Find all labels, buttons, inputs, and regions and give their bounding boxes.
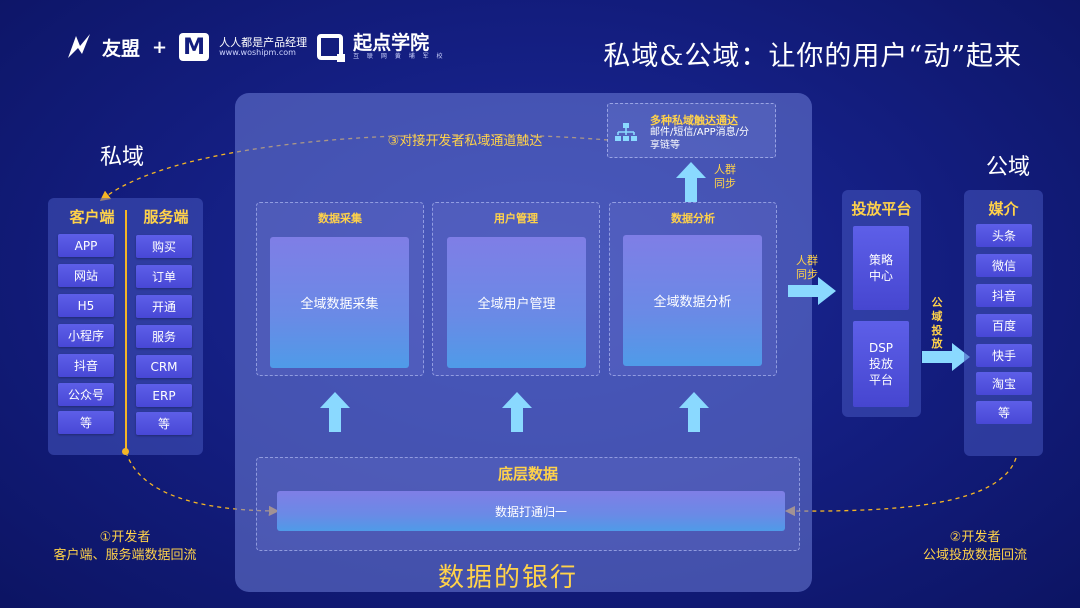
module-data-collection: 数据采集 全域数据采集: [256, 202, 424, 376]
up-arrow-user-management: [502, 392, 532, 432]
platform-item-line: 投放: [868, 356, 893, 371]
server-item: CRM: [136, 355, 192, 378]
server-item: 服务: [136, 325, 192, 348]
crowd-sync-up-arrow: [676, 162, 706, 202]
header-logos: 友盟 + M 人人都是产品经理 www.woshipm.com 起点学院 互 联…: [66, 32, 446, 62]
client-item: 小程序: [58, 324, 114, 347]
ad-platform-panel: 投放平台 策略 中心 DSP 投放 平台: [842, 190, 921, 417]
server-item: 购买: [136, 235, 192, 258]
public-domain-label: 公域: [986, 155, 1031, 180]
media-item: 等: [976, 401, 1032, 424]
data-bank-title: 数据的银行: [438, 563, 579, 593]
media-item: 快手: [976, 344, 1032, 367]
platform-item-line: 中心: [868, 269, 893, 283]
touch-box-desc: 邮件/短信/APP消息/分 享链等: [650, 126, 772, 152]
qidian-logo-main: 起点学院: [353, 31, 430, 54]
umeng-logo-text: 友盟: [102, 37, 141, 60]
module-inner-box: 全域数据分析: [623, 235, 762, 366]
logo-plus: +: [152, 36, 168, 58]
module-title: 数据分析: [671, 212, 715, 225]
touch-box-title: 多种私域触达通达: [650, 114, 738, 127]
crowd-sync-right-label: 人群 同步: [796, 254, 818, 283]
server-column-title: 服务端: [143, 208, 189, 226]
flow-line-public-return: [784, 457, 1017, 517]
media-item: 淘宝: [976, 372, 1032, 395]
public-push-char: 投: [931, 323, 943, 337]
media-item: 百度: [976, 314, 1032, 337]
up-arrow-analysis: [679, 392, 709, 432]
base-data-title: 底层数据: [497, 465, 558, 483]
module-user-management: 用户管理 全域用户管理: [432, 202, 600, 376]
crowd-sync-right-label-line1: 人群: [796, 254, 818, 267]
platform-item-line: 平台: [868, 373, 893, 388]
public-push-char: 公: [931, 296, 943, 309]
touch-channel-label: ③对接开发者私域通道触达: [387, 134, 543, 149]
media-item: 微信: [976, 254, 1032, 277]
woshipm-logo-main: 人人都是产品经理: [219, 36, 308, 50]
touch-box-desc-line1: 邮件/短信/APP消息/分: [650, 127, 750, 138]
crowd-sync-top-label-line1: 人群: [714, 163, 736, 176]
touch-channels-box: 多种私域触达通达 邮件/短信/APP消息/分 享链等: [607, 103, 776, 158]
crowd-sync-right-arrow: [788, 277, 836, 305]
woshipm-m-logo-icon: M: [179, 33, 210, 61]
org-chart-icon: [614, 122, 638, 144]
client-item: 抖音: [58, 354, 114, 377]
private-domain-panel: 客户端 服务端 APP 网站 H5 小程序 抖音 公众号 等 购买 订单 开通 …: [48, 198, 203, 455]
client-item: 网站: [58, 264, 114, 287]
public-return-note-line2: 公域投放数据回流: [922, 547, 1027, 563]
module-inner-box: 全域数据采集: [270, 237, 409, 368]
up-arrow-collection: [320, 392, 350, 432]
crowd-sync-top-label: 人群 同步: [714, 163, 736, 192]
platform-item-line: DSP: [868, 340, 894, 355]
client-item: 公众号: [58, 383, 114, 406]
strategy-center-box: 策略 中心: [853, 226, 909, 310]
dsp-platform-box: DSP 投放 平台: [853, 321, 909, 407]
server-item: 开通: [136, 295, 192, 318]
touch-box-desc-line2: 享链等: [650, 140, 680, 151]
qidian-q-logo-icon: [317, 34, 346, 62]
crowd-sync-right-label-line2: 同步: [796, 268, 818, 282]
private-return-note-line1: ①开发者: [99, 530, 151, 545]
page-title: 私域&公域：让你的用户“动”起来: [603, 41, 1022, 72]
woshipm-logo-url: www.woshipm.com: [219, 47, 296, 57]
client-column-title: 客户端: [69, 208, 115, 226]
qidian-logo-sub: 互 联 网 黄 埔 军 校: [353, 52, 446, 60]
client-item: 等: [58, 411, 114, 434]
divider-end-dot: [122, 448, 129, 455]
qidian-logo-texts: 起点学院 互 联 网 黄 埔 军 校: [353, 31, 446, 60]
module-inner-box: 全域用户管理: [447, 237, 586, 368]
ad-platform-title: 投放平台: [851, 200, 912, 218]
woshipm-logo-texts: 人人都是产品经理 www.woshipm.com: [219, 37, 307, 57]
platform-item-line: 策略: [868, 252, 893, 267]
client-item: APP: [58, 234, 114, 257]
media-title: 媒介: [988, 200, 1019, 218]
public-push-char: 域: [931, 309, 943, 323]
crowd-sync-top-label-line2: 同步: [714, 177, 736, 191]
server-item: 等: [136, 412, 192, 435]
public-push-label: 公 域 投 放: [930, 296, 944, 351]
server-item: ERP: [136, 384, 192, 407]
public-return-note: ②开发者 公域投放数据回流: [880, 529, 1070, 564]
server-item: 订单: [136, 265, 192, 288]
module-data-analysis: 数据分析 全域数据分析: [609, 202, 777, 376]
private-return-note-line2: 客户端、服务端数据回流: [53, 547, 197, 563]
public-return-note-line1: ②开发者: [949, 530, 1001, 545]
client-item: H5: [58, 294, 114, 317]
private-return-note: ①开发者 客户端、服务端数据回流: [20, 529, 230, 564]
public-push-arrow: [922, 343, 970, 371]
module-title: 数据采集: [318, 212, 362, 225]
public-push-char: 放: [931, 337, 943, 351]
private-domain-label: 私域: [100, 145, 145, 170]
column-divider: [125, 210, 127, 452]
data-unify-bar: 数据打通归一: [277, 491, 785, 531]
base-data-panel: 底层数据 数据打通归一: [256, 457, 800, 551]
module-title: 用户管理: [494, 212, 538, 225]
umeng-bird-logo-icon: [66, 32, 92, 62]
media-item: 头条: [976, 224, 1032, 247]
media-item: 抖音: [976, 284, 1032, 307]
media-panel: 媒介 头条 微信 抖音 百度 快手 淘宝 等: [964, 190, 1043, 456]
